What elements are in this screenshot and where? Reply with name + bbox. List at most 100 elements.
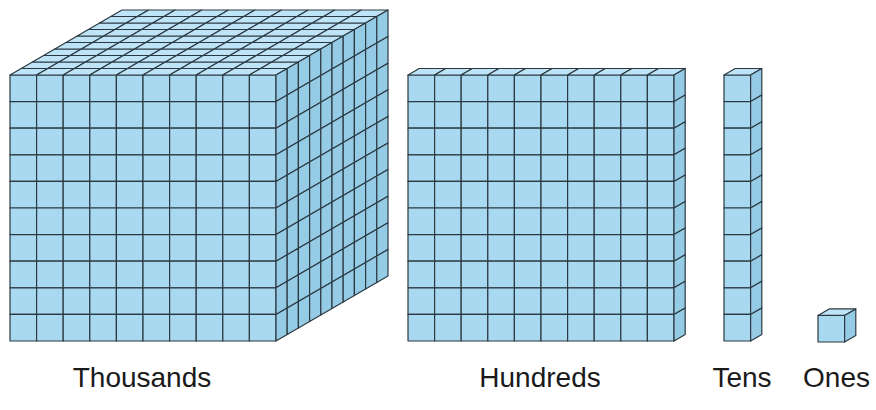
unit-face xyxy=(461,288,488,315)
unit-face xyxy=(461,155,488,182)
unit-face xyxy=(435,288,462,315)
unit-face xyxy=(541,155,568,182)
unit-face xyxy=(366,256,377,289)
unit-face xyxy=(90,288,117,315)
unit-face xyxy=(647,235,674,262)
unit-face xyxy=(568,288,595,315)
unit-face xyxy=(10,261,37,288)
unit-face xyxy=(724,181,751,208)
unit-face xyxy=(223,314,250,341)
unit-face xyxy=(724,208,751,235)
unit-face xyxy=(621,102,648,129)
unit-face xyxy=(594,155,621,182)
place-value-label: Tens xyxy=(712,362,771,394)
unit-face xyxy=(435,75,462,102)
unit-face xyxy=(170,102,197,129)
unit-face xyxy=(223,208,250,235)
unit-face xyxy=(63,261,90,288)
unit-face xyxy=(287,301,298,334)
unit-face xyxy=(818,315,845,342)
unit-face xyxy=(461,314,488,341)
unit-face xyxy=(116,181,143,208)
unit-face xyxy=(143,181,170,208)
unit-face xyxy=(408,208,435,235)
unit-face xyxy=(435,181,462,208)
unit-face xyxy=(514,181,541,208)
unit-face xyxy=(37,314,64,341)
unit-face xyxy=(541,208,568,235)
unit-face xyxy=(488,75,515,102)
unit-face xyxy=(116,128,143,155)
unit-face xyxy=(37,102,64,129)
unit-face xyxy=(435,102,462,129)
unit-face xyxy=(249,155,276,182)
unit-face xyxy=(354,262,365,295)
unit-face xyxy=(170,128,197,155)
unit-face xyxy=(276,308,287,341)
unit-face xyxy=(63,128,90,155)
unit-face xyxy=(223,102,250,129)
unit-face xyxy=(408,102,435,129)
unit-face xyxy=(63,235,90,262)
unit-face xyxy=(461,261,488,288)
unit-face xyxy=(116,288,143,315)
unit-face xyxy=(568,128,595,155)
unit-face xyxy=(116,75,143,102)
unit-face xyxy=(37,181,64,208)
unit-face xyxy=(90,314,117,341)
unit-face xyxy=(541,128,568,155)
unit-face xyxy=(143,155,170,182)
unit-face xyxy=(568,314,595,341)
unit-face xyxy=(170,208,197,235)
unit-face xyxy=(435,314,462,341)
place-value-label: Ones xyxy=(803,362,870,394)
unit-face xyxy=(223,75,250,102)
unit-face xyxy=(116,208,143,235)
unit-face xyxy=(343,269,354,302)
unit-face xyxy=(249,75,276,102)
unit-face xyxy=(116,314,143,341)
ones-unit xyxy=(818,309,856,342)
unit-face xyxy=(594,75,621,102)
unit-face xyxy=(249,314,276,341)
unit-face xyxy=(37,75,64,102)
unit-face xyxy=(514,261,541,288)
unit-face xyxy=(196,155,223,182)
unit-face xyxy=(143,288,170,315)
unit-face xyxy=(408,155,435,182)
hundreds-flat xyxy=(408,69,685,342)
unit-face xyxy=(196,102,223,129)
unit-face xyxy=(116,155,143,182)
unit-face xyxy=(408,181,435,208)
unit-face xyxy=(724,261,751,288)
unit-face xyxy=(514,128,541,155)
unit-face xyxy=(621,261,648,288)
unit-face xyxy=(332,275,343,308)
unit-face xyxy=(568,235,595,262)
unit-face xyxy=(514,235,541,262)
unit-face xyxy=(196,261,223,288)
unit-face xyxy=(514,155,541,182)
place-value-label: Hundreds xyxy=(479,362,600,394)
unit-face xyxy=(170,75,197,102)
unit-face xyxy=(647,181,674,208)
unit-face xyxy=(143,102,170,129)
tens-rod xyxy=(724,69,762,342)
unit-face xyxy=(568,75,595,102)
unit-face xyxy=(621,314,648,341)
unit-face xyxy=(514,314,541,341)
thousands-cube xyxy=(10,10,388,341)
unit-face xyxy=(541,314,568,341)
unit-face xyxy=(116,235,143,262)
unit-face xyxy=(621,128,648,155)
unit-face xyxy=(143,208,170,235)
unit-face xyxy=(37,208,64,235)
unit-face xyxy=(170,155,197,182)
unit-face xyxy=(461,128,488,155)
unit-face xyxy=(647,314,674,341)
unit-face xyxy=(647,155,674,182)
unit-face xyxy=(90,155,117,182)
unit-face xyxy=(298,295,309,328)
unit-face xyxy=(63,102,90,129)
